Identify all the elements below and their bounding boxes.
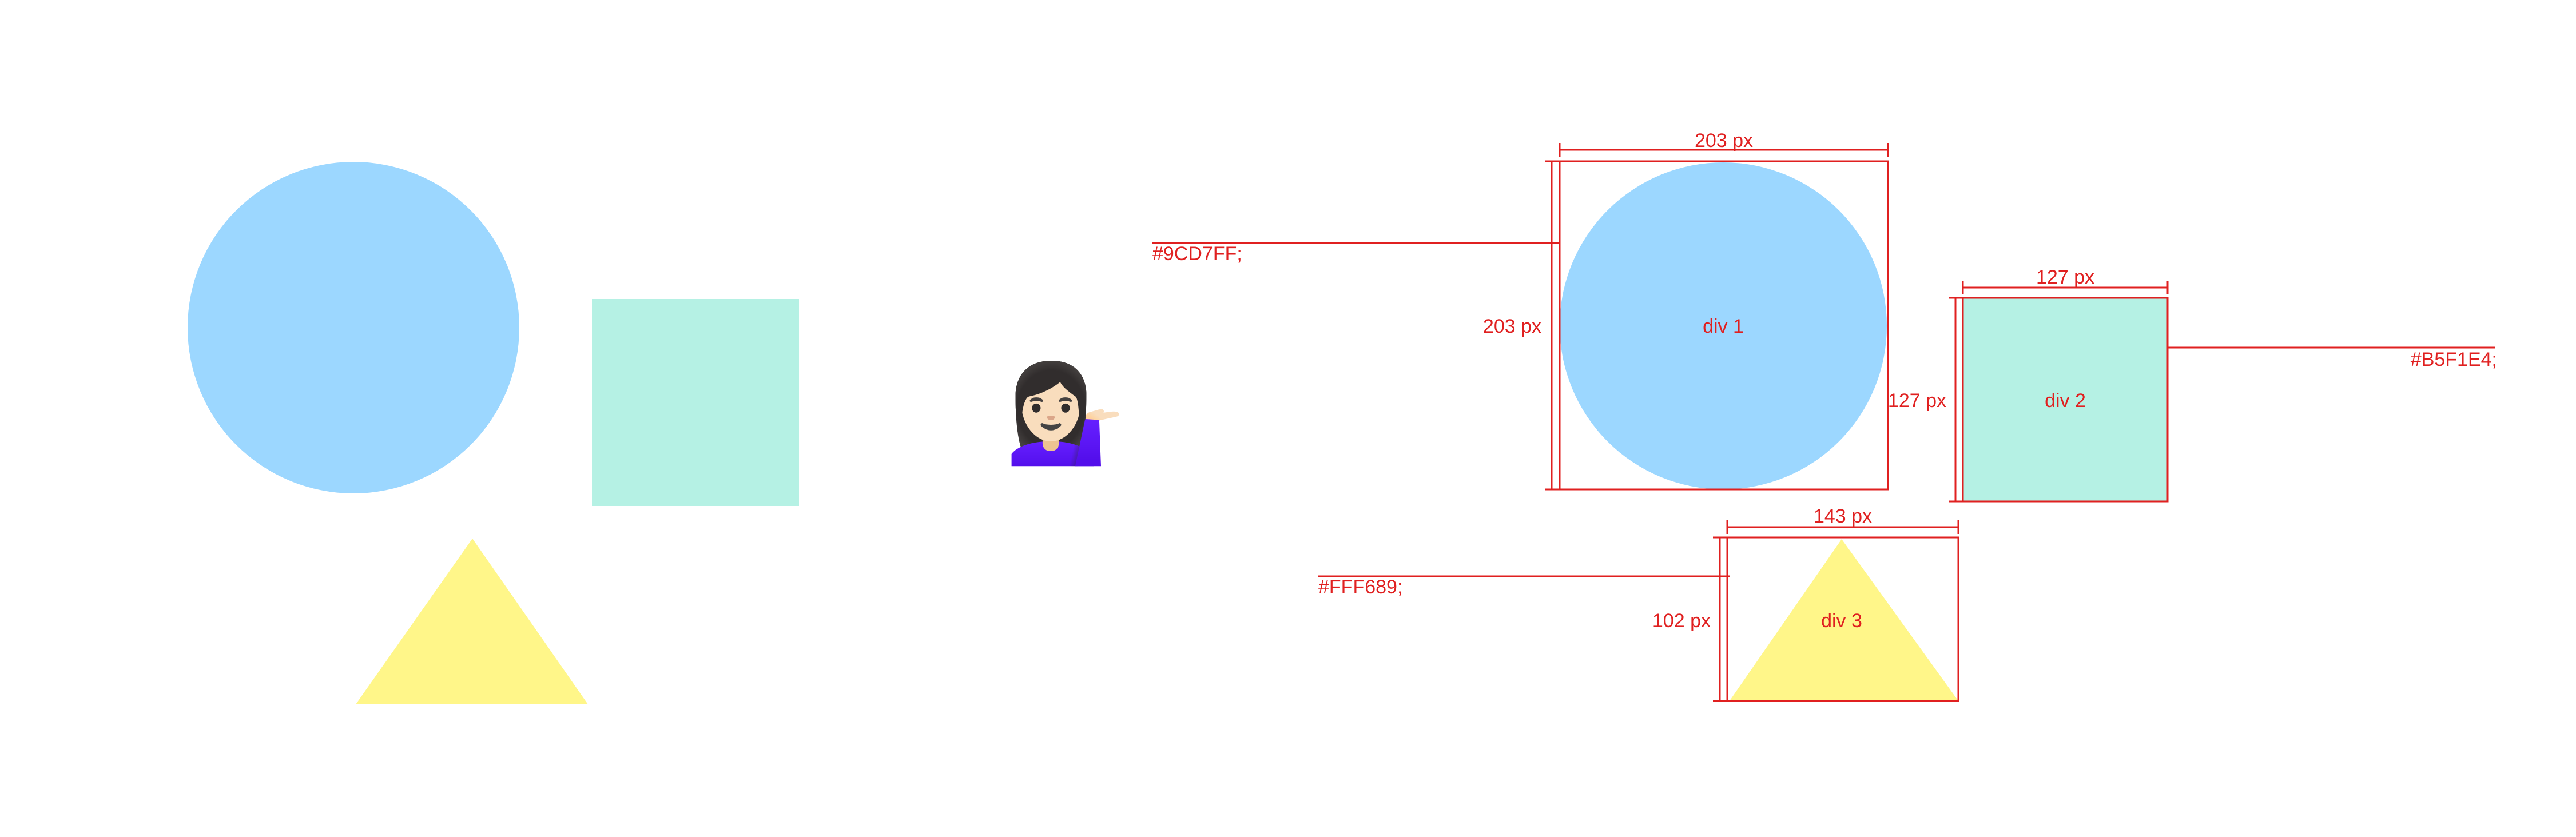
div3-color-label: #FFF689; (1318, 576, 1402, 598)
div1-bounding-box (1559, 160, 1889, 491)
spec-square (1963, 298, 2168, 501)
div3-height-label: 102 px (1652, 610, 1711, 632)
spec-triangle (1730, 539, 1958, 701)
spec-annotations (1152, 143, 2495, 702)
spec-labels: 203 px 203 px div 1 #9CD7FF; 127 px 127 … (1152, 130, 2497, 632)
div1-width-label: 203 px (1695, 130, 1753, 152)
div2-height-label: 127 px (1888, 390, 1946, 412)
div1-color-label: #9CD7FF; (1152, 243, 1242, 265)
div2-bounding-box (1962, 297, 2169, 503)
original-circle (188, 162, 519, 493)
original-square (592, 299, 799, 506)
div3-name-label: div 3 (1821, 610, 1862, 632)
div3-bounding-box (1726, 536, 1959, 702)
original-triangle (356, 539, 588, 704)
person-tipping-hand-icon: 💁🏻‍♀️ (1004, 356, 1126, 469)
spec-circle (1560, 162, 1887, 489)
div1-height-label: 203 px (1483, 316, 1541, 337)
div1-name-label: div 1 (1703, 316, 1744, 337)
spec-shapes (1560, 162, 2168, 701)
div2-color-label: #B5F1E4; (2411, 349, 2497, 370)
div2-width-label: 127 px (2036, 266, 2094, 288)
div2-name-label: div 2 (2045, 390, 2086, 412)
div3-width-label: 143 px (1814, 505, 1872, 527)
original-shapes (188, 162, 799, 704)
